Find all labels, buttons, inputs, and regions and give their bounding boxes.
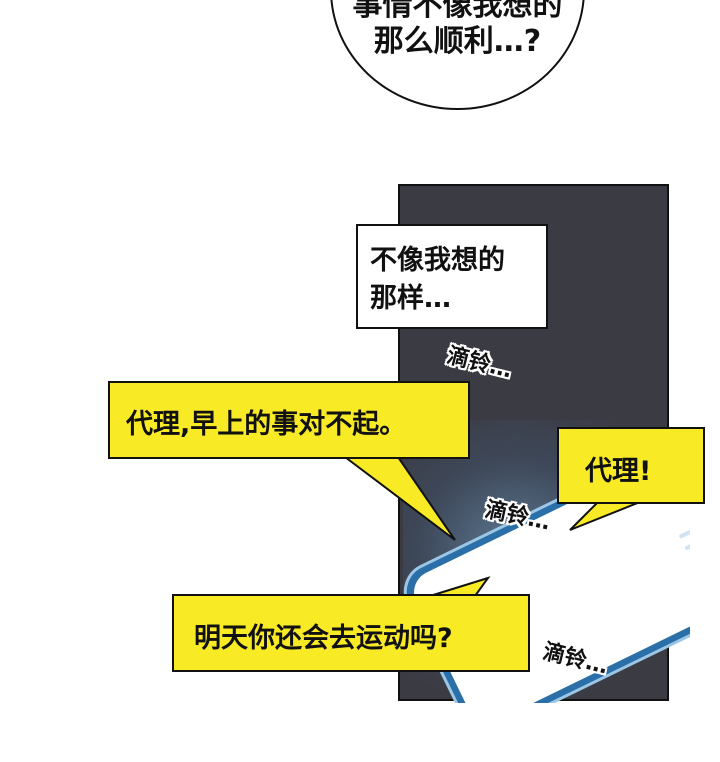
- yellow-bubble-apology: 代理,早上的事对不起。: [108, 381, 470, 459]
- top-bubble-line2: 那么顺利…?: [373, 24, 542, 59]
- white-speech-box: 不像我想的 那样…: [356, 224, 548, 329]
- yellow-bubble-question: 明天你还会去运动吗?: [172, 594, 530, 672]
- white-box-line1: 不像我想的: [370, 245, 505, 276]
- top-bubble-line1: 事情不像我想的: [352, 0, 563, 23]
- white-box-line2: 那样…: [370, 283, 451, 314]
- yellow-bubble-call: 代理!: [557, 427, 705, 504]
